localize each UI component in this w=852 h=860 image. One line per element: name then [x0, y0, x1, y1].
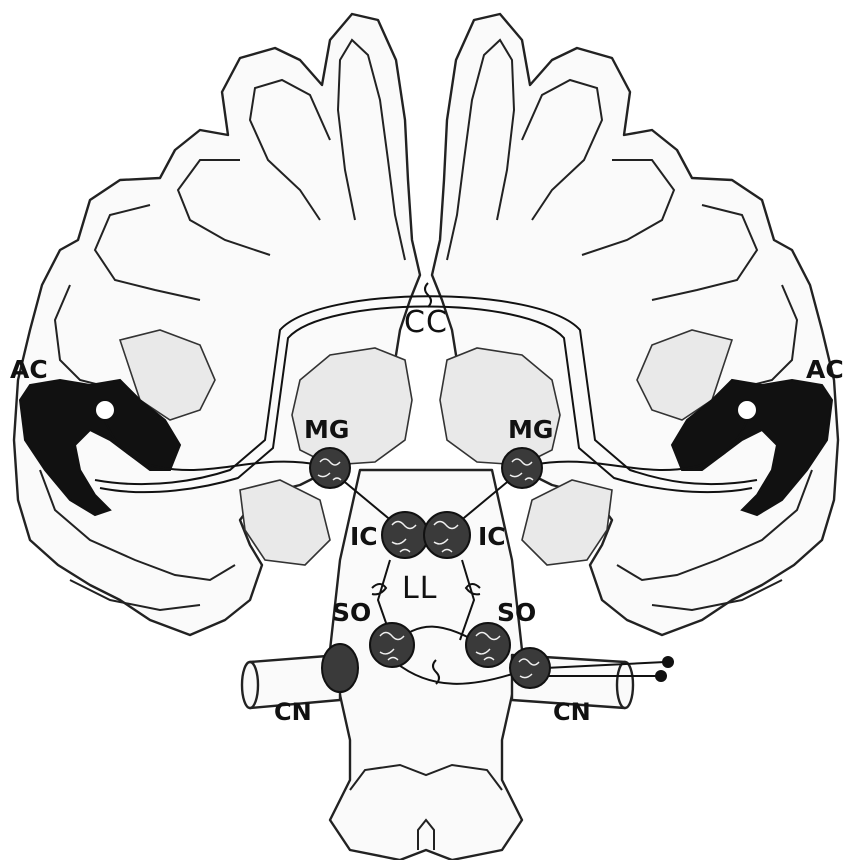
left-inferior-colliculus	[382, 512, 428, 558]
label-auditory-cortex-right: AC	[806, 355, 844, 384]
label-medial-geniculate-left: MG	[304, 415, 349, 444]
left-cochlear-nucleus	[322, 644, 358, 692]
right-cochlear-nucleus	[510, 648, 550, 688]
right-inferior-colliculus	[424, 512, 470, 558]
right-ac-neuron	[737, 400, 757, 420]
spiral-ganglion-cell-1	[662, 656, 674, 668]
label-medial-geniculate-right: MG	[508, 415, 553, 444]
label-inferior-colliculus-left: IC	[350, 522, 378, 551]
cc-crossing-mark	[425, 283, 431, 307]
label-inferior-colliculus-right: IC	[478, 522, 506, 551]
label-cochlear-nucleus-right: CN	[553, 698, 591, 726]
right-superior-olive	[466, 623, 510, 667]
label-cochlear-nucleus-left: CN	[274, 698, 312, 726]
left-superior-olive	[370, 623, 414, 667]
label-superior-olive-right: SO	[497, 598, 536, 627]
left-nerve-cut-end	[242, 662, 258, 708]
right-nerve-cut-end	[617, 662, 633, 708]
left-medial-geniculate-nucleus	[310, 448, 350, 488]
left-ac-neuron	[95, 400, 115, 420]
spiral-ganglion-cell-2	[655, 670, 667, 682]
label-auditory-cortex-left: AC	[10, 355, 48, 384]
label-superior-olive-left: SO	[332, 598, 371, 627]
label-corpus-callosum: CC	[404, 305, 448, 340]
label-lateral-lemniscus: LL	[402, 571, 437, 606]
right-medial-geniculate-nucleus	[502, 448, 542, 488]
